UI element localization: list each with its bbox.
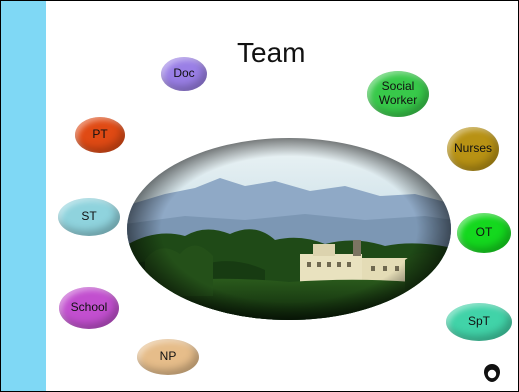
role-pt-label: PT [92,127,108,142]
landscape-photo [125,136,453,322]
role-nurses[interactable]: Nurses [447,127,499,171]
role-social-worker[interactable]: Social Worker [367,71,429,117]
role-spt[interactable]: SpT [446,303,512,341]
role-pt[interactable]: PT [75,117,125,153]
role-doc-label: Doc [173,66,195,81]
handshake-logo-icon [482,363,502,383]
role-social-worker-label: Social Worker [378,79,418,107]
slide-title: Team [237,37,306,68]
role-st[interactable]: ST [58,198,120,236]
role-nurses-label: Nurses [453,141,492,156]
role-ot-label: OT [475,225,493,240]
role-spt-label: SpT [467,314,490,329]
role-doc[interactable]: Doc [161,57,207,91]
side-bar [1,1,46,391]
role-np[interactable]: NP [137,339,199,375]
role-st-label: ST [81,209,97,224]
role-school[interactable]: School [59,287,119,329]
role-np-label: NP [159,349,177,364]
role-ot[interactable]: OT [457,213,511,253]
role-school-label: School [70,300,108,315]
